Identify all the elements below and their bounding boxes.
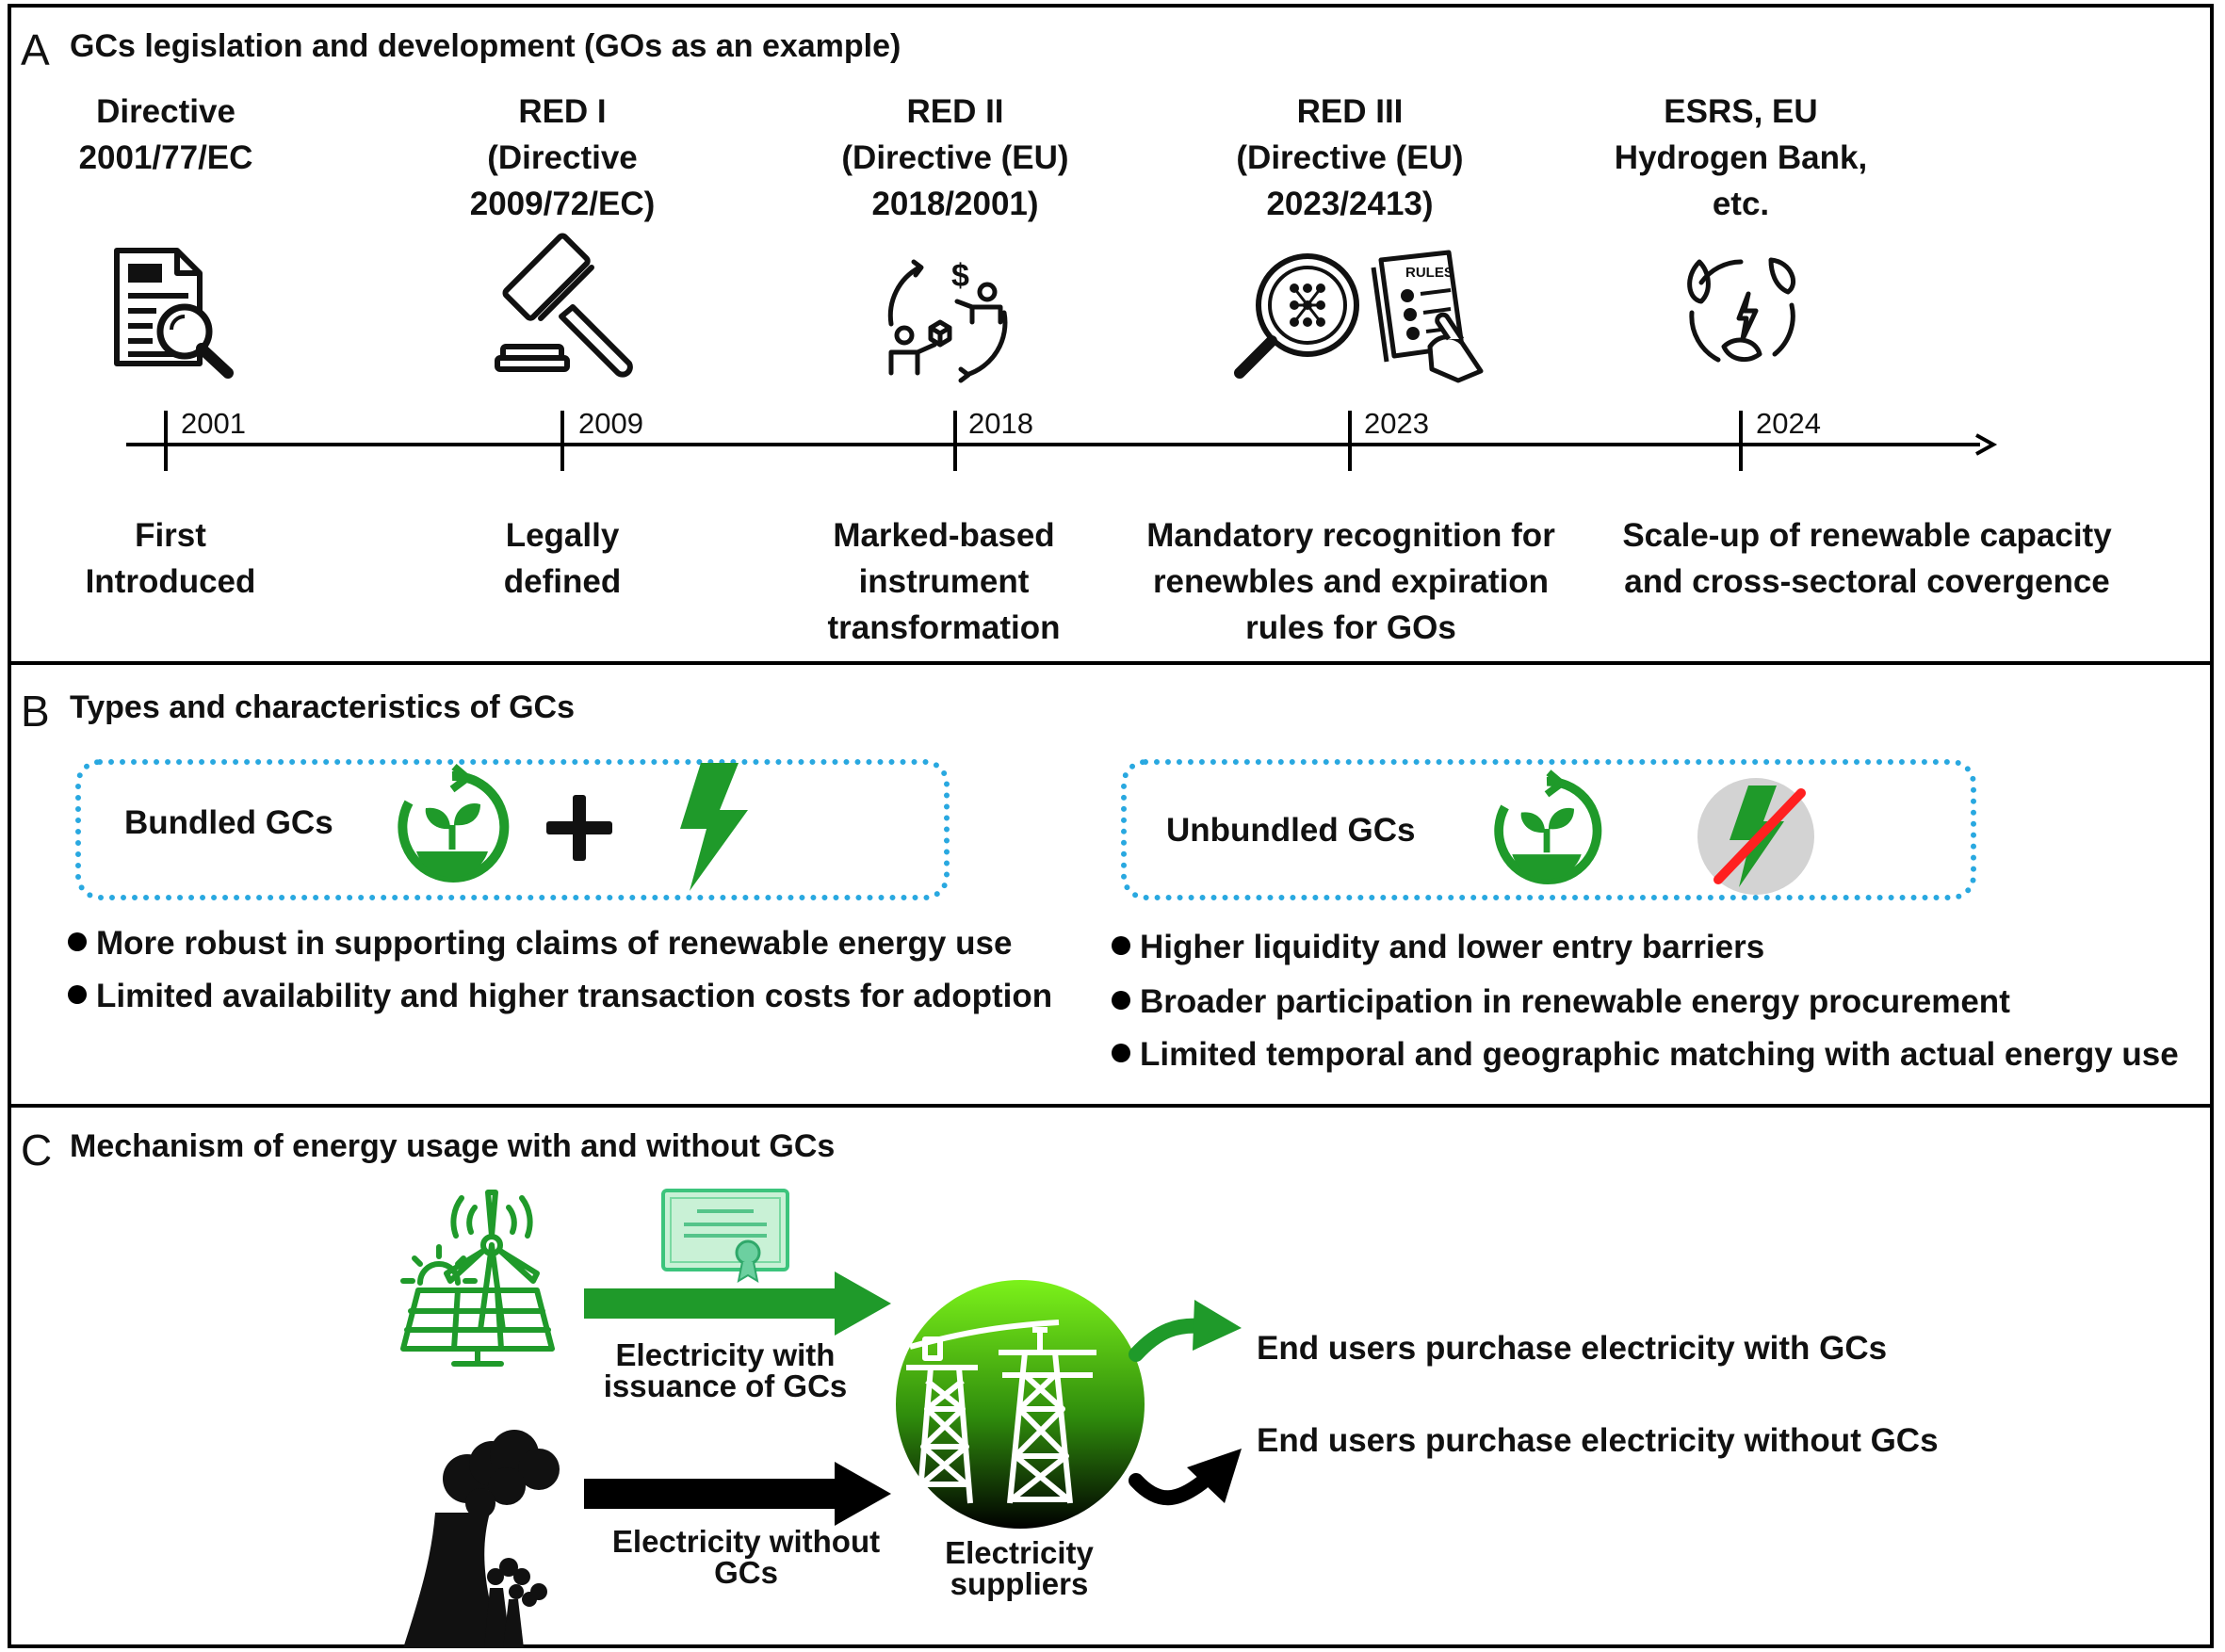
green-certificate-leaf-icon-2 (1494, 769, 1602, 885)
year-2023: 2023 (1364, 407, 1429, 440)
year-2001: 2001 (181, 407, 246, 440)
bundled-label: Bundled GCs (124, 804, 333, 841)
timeline-axis (126, 443, 1980, 446)
green-flow-arrow (584, 1271, 891, 1336)
panel-c-title: Mechanism of energy usage with and witho… (70, 1128, 836, 1164)
panel-a-title: GCs legislation and development (GOs as … (70, 28, 901, 64)
panel-b-title: Types and characteristics of GCs (70, 689, 576, 725)
panel-c: C Mechanism of energy usage with and wit… (8, 1104, 2214, 1648)
bullet-dot (1112, 991, 1130, 1010)
svg-text:$: $ (951, 258, 969, 294)
milestone-2001-title: Directive 2001/77/EC (78, 93, 253, 176)
milestone-2018-title: RED II (Directive (EU) 2018/2001) (841, 93, 1069, 222)
lightning-bolt-icon (680, 763, 748, 891)
no-electricity-icon (1697, 778, 1814, 895)
unbundled-label: Unbundled GCs (1166, 812, 1416, 849)
solar-wind-icon (400, 1190, 555, 1367)
bullet-dot (1112, 1044, 1130, 1062)
tick-2009 (560, 411, 564, 471)
flow-green-label: Electricity with issuance of GCs (603, 1337, 848, 1403)
desc-2001: First Introduced (85, 517, 256, 600)
unbundled-bullet-3: Limited temporal and geographic matching… (1112, 1036, 2179, 1074)
unbundled-box (1121, 759, 1976, 900)
tick-2023 (1348, 411, 1352, 471)
bullet-dot (68, 932, 87, 951)
flow-black-label: Electricity without GCs (611, 1524, 881, 1590)
hub-label: Electricity suppliers (945, 1535, 1094, 1601)
panel-b: B Types and characteristics of GCs Bundl… (8, 661, 2214, 1108)
panel-c-letter: C (21, 1126, 53, 1174)
desc-2023: Mandatory recognition for renewbles and … (1146, 517, 1555, 646)
bundled-bullet-2: Limited availability and higher transact… (68, 978, 1052, 1015)
desc-2018: Marked-based instrument transformation (827, 517, 1061, 646)
document-search-icon (114, 248, 234, 379)
rules-icon: RULES (1234, 250, 1484, 383)
unbundled-bullet-1: Higher liquidity and lower entry barrier… (1112, 929, 1764, 966)
certificate-icon (661, 1189, 789, 1284)
unbundled-bullet-2: Broader participation in renewable energ… (1112, 983, 2010, 1021)
bundled-box (75, 759, 950, 900)
milestone-2009-title: RED I (Directive 2009/72/EC) (469, 93, 656, 222)
end-users-with-gcs: End users purchase electricity with GCs (1257, 1330, 1888, 1367)
milestone-2023-title: RED III (Directive (EU) 2023/2413) (1236, 93, 1464, 222)
milestone-2024-title: ESRS, EU Hydrogen Bank, etc. (1614, 93, 1868, 222)
electricity-supplier-hub-icon (896, 1280, 1145, 1529)
black-flow-arrow (584, 1462, 891, 1526)
year-2024: 2024 (1756, 407, 1821, 440)
bullet-dot (1112, 936, 1130, 955)
green-certificate-leaf-icon (398, 763, 510, 883)
green-output-arrow (1129, 1300, 1242, 1362)
gavel-icon (495, 233, 633, 378)
tick-2018 (953, 411, 957, 471)
panel-b-letter: B (21, 687, 50, 736)
renewable-cycle-icon (1687, 257, 1795, 363)
desc-2009: Legally defined (503, 517, 622, 600)
panel-a: A GCs legislation and development (GOs a… (8, 4, 2214, 665)
tick-2001 (164, 411, 168, 471)
plus-icon (546, 795, 612, 861)
bullet-dot (68, 985, 87, 1004)
bundled-bullet-1: More robust in supporting claims of rene… (68, 925, 1012, 963)
svg-text:RULES: RULES (1405, 265, 1454, 281)
black-output-arrow (1129, 1449, 1242, 1506)
end-users-without-gcs: End users purchase electricity without G… (1257, 1422, 1939, 1459)
year-2009: 2009 (578, 407, 643, 440)
timeline-arrowhead (1975, 433, 1998, 456)
market-exchange-icon: $ (887, 258, 1008, 383)
tick-2024 (1739, 411, 1743, 471)
panel-a-letter: A (21, 25, 50, 74)
year-2018: 2018 (968, 407, 1033, 440)
desc-2024: Scale-up of renewable capacity and cross… (1622, 517, 2112, 600)
factory-icon (403, 1430, 560, 1648)
